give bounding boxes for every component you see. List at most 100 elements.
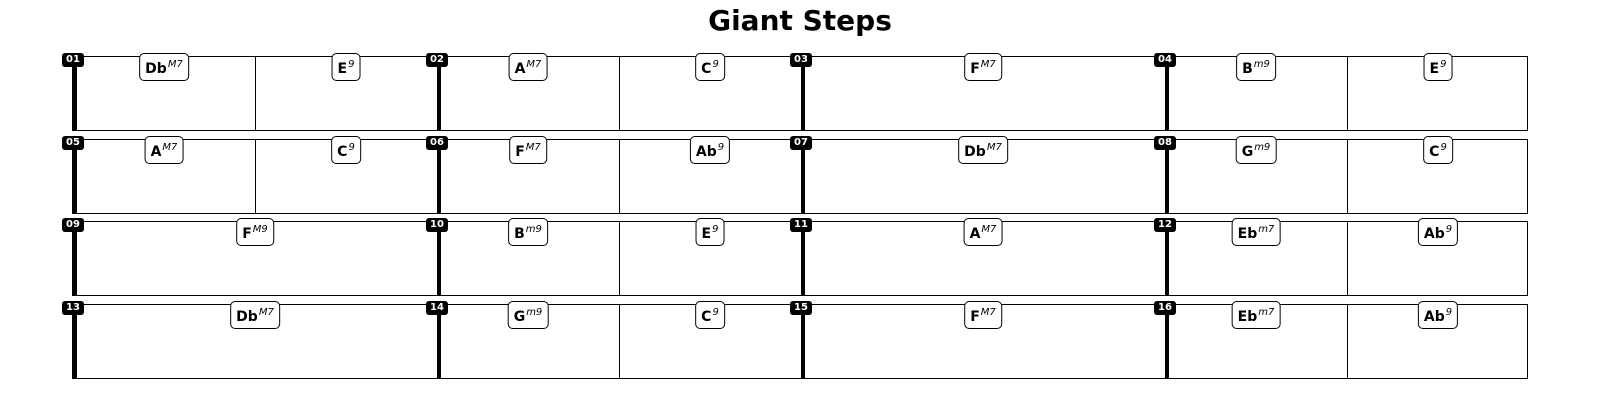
chord-symbol: C9	[695, 301, 725, 329]
chart-title: Giant Steps	[708, 4, 892, 37]
chord-root: A	[150, 144, 162, 160]
half-bar-divider	[1347, 57, 1349, 130]
chord-symbol: AM7	[144, 136, 184, 164]
chord-root: Ab	[695, 144, 717, 160]
chord-quality: 9	[1445, 307, 1453, 318]
chord-symbol: C9	[331, 136, 361, 164]
chord-root: B	[1242, 61, 1253, 77]
chord-root: F	[970, 309, 980, 325]
chord-symbol: FM7	[964, 53, 1002, 81]
chord-root: C	[701, 309, 712, 325]
chord-symbol: AM7	[508, 53, 548, 81]
chord-root: Db	[236, 309, 258, 325]
chord-quality: 9	[1445, 224, 1453, 235]
barline	[437, 222, 441, 295]
chord-quality: m9	[525, 224, 542, 235]
chord-quality: 9	[348, 59, 355, 70]
chord-quality: M7	[525, 142, 541, 153]
bar-number-badge: 03	[790, 53, 812, 67]
chord-symbol: E9	[331, 53, 361, 81]
barline	[437, 57, 441, 130]
chord-symbol: Gm9	[1235, 136, 1277, 164]
chord-quality: 9	[712, 59, 719, 70]
chord-root: A	[969, 226, 981, 242]
half-bar-divider	[255, 57, 257, 130]
chord-quality: m9	[1253, 59, 1270, 70]
chord-symbol: C9	[1423, 136, 1453, 164]
measure: 08 Gm9 C9	[1154, 136, 1529, 213]
chord-symbol: AM7	[963, 218, 1003, 246]
bar-number-badge: 11	[790, 218, 812, 232]
barline	[73, 222, 77, 295]
chord-quality: 9	[1440, 142, 1447, 153]
measure: 06 FM7 Ab9	[426, 136, 801, 213]
chord-root: F	[970, 61, 980, 77]
barline	[73, 305, 77, 378]
chord-root: Eb	[1237, 226, 1258, 242]
chord-symbol: Bm9	[1236, 53, 1276, 81]
chord-root: C	[701, 61, 712, 77]
chord-symbol: FM9	[236, 218, 274, 246]
chord-root: Eb	[1237, 309, 1258, 325]
chord-symbol: DbM7	[958, 136, 1008, 164]
chord-quality: 9	[717, 142, 725, 153]
barline	[1165, 140, 1169, 213]
chord-symbol: Ebm7	[1231, 218, 1281, 246]
bar-number-badge: 02	[426, 53, 448, 67]
half-bar-divider	[619, 305, 621, 378]
chord-root: B	[514, 226, 525, 242]
bar-number-badge: 05	[62, 136, 84, 150]
half-bar-divider	[255, 140, 257, 213]
chord-root: Db	[145, 61, 167, 77]
chord-quality: M7	[258, 307, 274, 318]
barline	[1165, 305, 1169, 378]
chord-root: C	[1429, 144, 1440, 160]
measure: 11 AM7	[790, 218, 1165, 295]
chord-quality: 9	[712, 224, 719, 235]
chord-symbol: Gm9	[507, 301, 549, 329]
chord-quality: M7	[526, 59, 542, 70]
chord-quality: M7	[980, 59, 996, 70]
chord-symbol: Ab9	[689, 136, 731, 164]
chord-root: E	[337, 61, 348, 77]
chord-root: F	[242, 226, 252, 242]
bar-number-badge: 06	[426, 136, 448, 150]
chord-root: G	[1241, 144, 1254, 160]
chord-symbol: Ebm7	[1231, 301, 1281, 329]
bar-number-badge: 08	[1154, 136, 1176, 150]
chord-symbol: Ab9	[1417, 218, 1459, 246]
chord-quality: M9	[252, 224, 268, 235]
chord-quality: m7	[1258, 224, 1275, 235]
barline	[437, 305, 441, 378]
barline	[73, 57, 77, 130]
barline	[801, 140, 805, 213]
chord-quality: 9	[712, 307, 719, 318]
barline	[801, 57, 805, 130]
chord-root: A	[514, 61, 526, 77]
barline	[73, 140, 77, 213]
chord-symbol: E9	[1423, 53, 1453, 81]
chord-symbol: FM7	[509, 136, 547, 164]
measure: 05 AM7 C9	[62, 136, 437, 213]
bar-number-badge: 01	[62, 53, 84, 67]
chord-quality: 9	[1440, 59, 1447, 70]
chord-root: Ab	[1423, 226, 1445, 242]
chord-quality: M7	[167, 59, 183, 70]
barline	[1165, 222, 1169, 295]
chord-symbol: Ab9	[1417, 301, 1459, 329]
chord-root: E	[1429, 61, 1440, 77]
chord-symbol: DbM7	[139, 53, 189, 81]
chord-symbol: E9	[695, 218, 725, 246]
